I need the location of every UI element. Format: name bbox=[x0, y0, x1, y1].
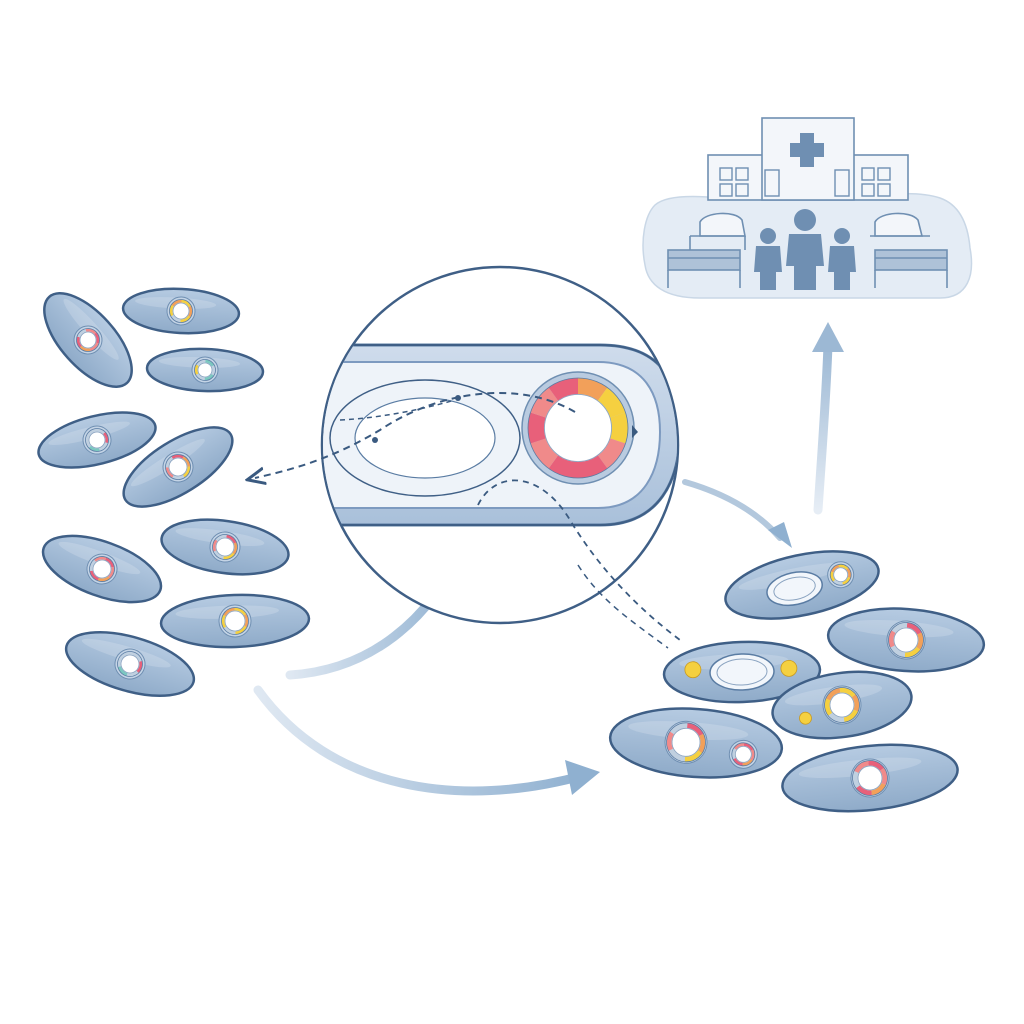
arrow-zoom-to-right bbox=[682, 479, 783, 541]
bacterium-cell bbox=[771, 670, 913, 740]
zoomed-cell-magnifier bbox=[255, 265, 681, 649]
bacterium-cell bbox=[37, 411, 157, 469]
hospital-bed-icon-right bbox=[870, 212, 948, 288]
dashed-transfer-path-out bbox=[255, 391, 576, 478]
plasmid-icon bbox=[89, 556, 115, 582]
people-icon bbox=[754, 209, 856, 290]
arrow-right-to-hospital-head bbox=[812, 322, 844, 352]
zoomed-plasmid bbox=[521, 371, 635, 485]
arrow-zoom-to-right-head bbox=[768, 522, 792, 548]
plasmid-icon bbox=[165, 454, 191, 480]
transfer-arrows bbox=[253, 322, 844, 796]
hospital-icon bbox=[642, 117, 973, 299]
zoomed-cell-membrane bbox=[323, 344, 677, 526]
bacterium-cell bbox=[159, 593, 311, 649]
hospital-bed-icon bbox=[667, 212, 746, 288]
plasmid-icon bbox=[824, 687, 860, 723]
chromosome-outer bbox=[329, 379, 521, 497]
bacterium-cell bbox=[145, 347, 265, 393]
dashed-transfer-path-down bbox=[477, 479, 681, 641]
plasmid-icon bbox=[194, 359, 216, 381]
dashed-transfer-path-inner bbox=[339, 399, 456, 421]
dashed-transfer-path-down2 bbox=[577, 564, 669, 649]
source-bacteria-cluster bbox=[37, 287, 311, 697]
bacterium-cell bbox=[41, 534, 163, 604]
plasmid-icon bbox=[76, 328, 100, 352]
recipient-bacteria-cluster bbox=[608, 550, 986, 813]
bacterium-cell bbox=[608, 707, 784, 779]
bacterium-cell bbox=[826, 607, 986, 673]
bacterium-cell bbox=[43, 292, 133, 388]
plasmid-icon bbox=[731, 742, 756, 767]
hospital-windows bbox=[719, 167, 891, 197]
medical-cross-icon bbox=[790, 133, 824, 167]
bacterium-cell bbox=[121, 287, 241, 335]
arrow-right-to-hospital bbox=[813, 340, 833, 515]
plasmid-icon bbox=[829, 563, 852, 586]
bacterium-cell bbox=[781, 743, 959, 813]
plasmid-icon bbox=[212, 534, 238, 560]
bacterium-cell bbox=[64, 631, 196, 697]
plasmid-icon bbox=[169, 299, 193, 323]
plasmid-icon bbox=[85, 428, 109, 452]
plasmid-icon bbox=[888, 622, 924, 658]
bacterium-cell bbox=[662, 640, 822, 704]
arrow-left-to-right bbox=[253, 685, 590, 796]
plasmid-icon bbox=[117, 651, 143, 677]
arrow-left-to-right-head bbox=[565, 760, 600, 795]
plasmid-icon bbox=[666, 722, 706, 763]
plasmid-icon bbox=[527, 377, 629, 479]
bacterium-cell bbox=[724, 550, 880, 620]
bacterium-cell bbox=[160, 518, 290, 576]
plasmid-icon bbox=[221, 607, 249, 635]
bacterium-cell bbox=[122, 426, 234, 508]
plasmid-icon bbox=[852, 760, 888, 796]
